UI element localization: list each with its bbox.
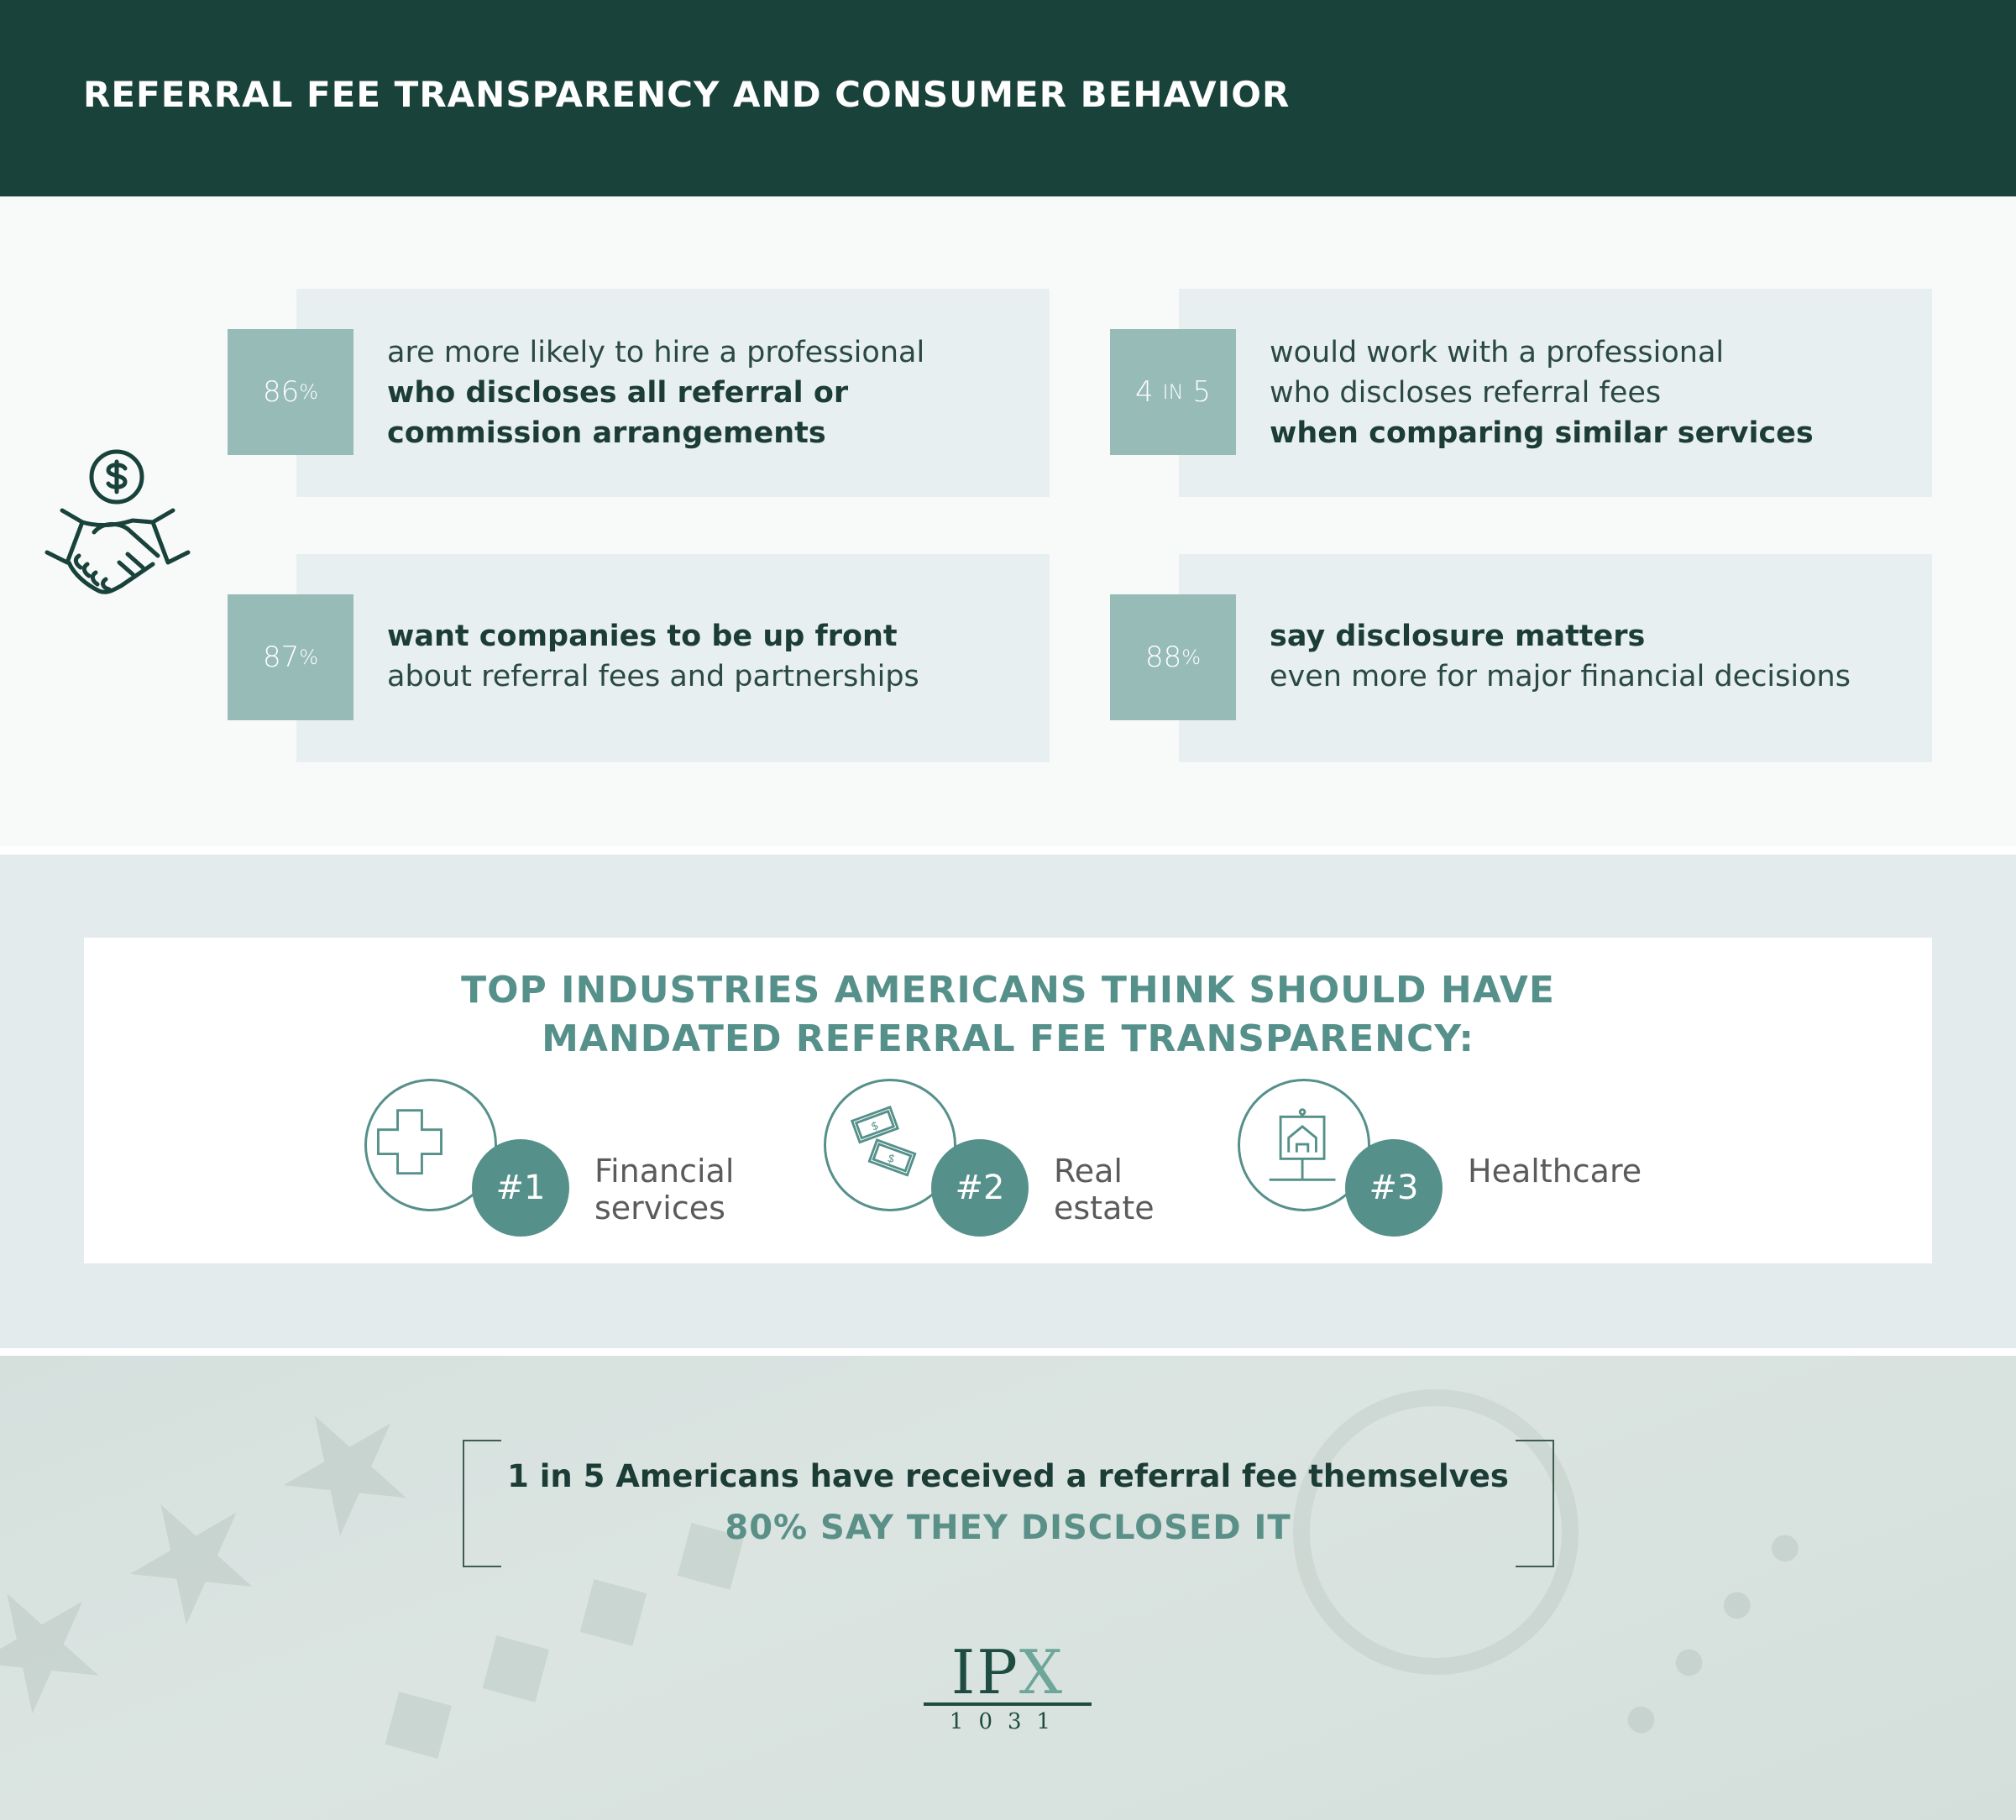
stat-description: say disclosure matters even more for maj… [1270, 616, 1851, 697]
stat-description: would work with a professional who discl… [1270, 332, 1814, 453]
stat-card-4-in-5 [1179, 289, 1932, 497]
industry-rank-badge: #3 [1345, 1139, 1443, 1237]
stat-line-bold: commission arrangements [387, 416, 826, 450]
callout-line-2: 80% SAY THEY DISCLOSED IT [725, 1509, 1291, 1547]
callout-section: ★ ★ ★ ◆ ◆ ◆ ◆ • • • • [0, 1356, 2016, 1820]
industry-rank-badge: #2 [931, 1139, 1029, 1237]
stat-unit: IN [1162, 380, 1184, 404]
stat-description: are more likely to hire a professional w… [387, 332, 924, 453]
stat-unit: % [299, 646, 319, 669]
industry-label-line-1: Real [1054, 1153, 1123, 1190]
stat-unit: % [299, 380, 319, 404]
industries-panel: TOP INDUSTRIES AMERICANS THINK SHOULD HA… [84, 938, 1932, 1263]
logo-letters: IPX [924, 1637, 1092, 1708]
stat-value: 87 [262, 641, 300, 674]
header-banner: REFERRAL FEE TRANSPARENCY AND CONSUMER B… [0, 0, 2016, 196]
industry-label: Healthcare [1468, 1153, 1642, 1190]
stat-card-86 [296, 289, 1050, 497]
stat-line-bold: want companies to be up front [387, 620, 898, 653]
industry-label: Financial services [594, 1153, 734, 1226]
stat-card-87 [296, 554, 1050, 762]
svg-text:$: $ [870, 1120, 881, 1134]
stat-value-box: 87% [228, 594, 353, 720]
industry-label-line-1: Healthcare [1468, 1153, 1642, 1190]
logo-number: 1031 [949, 1709, 1066, 1734]
stat-line: are more likely to hire a professional [387, 336, 925, 369]
stat-line-bold: when comparing similar services [1270, 416, 1814, 450]
industry-label-line-2: services [594, 1190, 725, 1226]
industry-rank-badge: #1 [472, 1139, 569, 1237]
stat-line-bold: say disclosure matters [1270, 620, 1646, 653]
stat-value-2: 5 [1192, 375, 1211, 409]
logo-letters-ip: IP [950, 1637, 1019, 1708]
stat-value: 88 [1144, 641, 1182, 674]
handshake-dollar-icon [45, 449, 191, 594]
stat-unit: % [1181, 646, 1202, 669]
logo-letter-x: X [1018, 1637, 1065, 1708]
stat-line: even more for major financial decisions [1270, 660, 1851, 693]
industry-label-line-2: estate [1054, 1190, 1155, 1226]
industries-title-line-1: TOP INDUSTRIES AMERICANS THINK SHOULD HA… [461, 969, 1555, 1012]
right-bracket [1516, 1440, 1554, 1567]
industry-label: Real estate [1054, 1153, 1155, 1226]
left-bracket [463, 1440, 501, 1567]
stat-value: 86 [262, 375, 300, 409]
page-title: REFERRAL FEE TRANSPARENCY AND CONSUMER B… [83, 74, 1291, 115]
logo-rule [924, 1702, 1092, 1706]
money-bills-icon: $ $ [850, 1106, 917, 1177]
medical-cross-icon [377, 1109, 442, 1175]
stat-description: want companies to be up front about refe… [387, 616, 919, 697]
callout-line-1: 1 in 5 Americans have received a referra… [507, 1458, 1509, 1494]
stat-value-box: 88% [1110, 594, 1236, 720]
svg-text:$: $ [886, 1152, 897, 1166]
stat-line: who discloses referral fees [1270, 376, 1662, 410]
stat-value: 4 [1135, 375, 1154, 409]
house-sign-icon [1269, 1108, 1336, 1181]
stat-line-bold: who discloses all referral or [387, 376, 849, 410]
industries-title-line-2: MANDATED REFERRAL FEE TRANSPARENCY: [542, 1017, 1474, 1060]
ipx-1031-logo: IPX 1031 [924, 1637, 1092, 1738]
stat-value-box: 86% [228, 329, 353, 455]
industry-label-line-1: Financial [594, 1153, 735, 1190]
stat-card-88 [1179, 554, 1932, 762]
stat-line: about referral fees and partnerships [387, 660, 919, 693]
stat-line: would work with a professional [1270, 336, 1725, 369]
stat-value-box: 4 IN 5 [1110, 329, 1236, 455]
